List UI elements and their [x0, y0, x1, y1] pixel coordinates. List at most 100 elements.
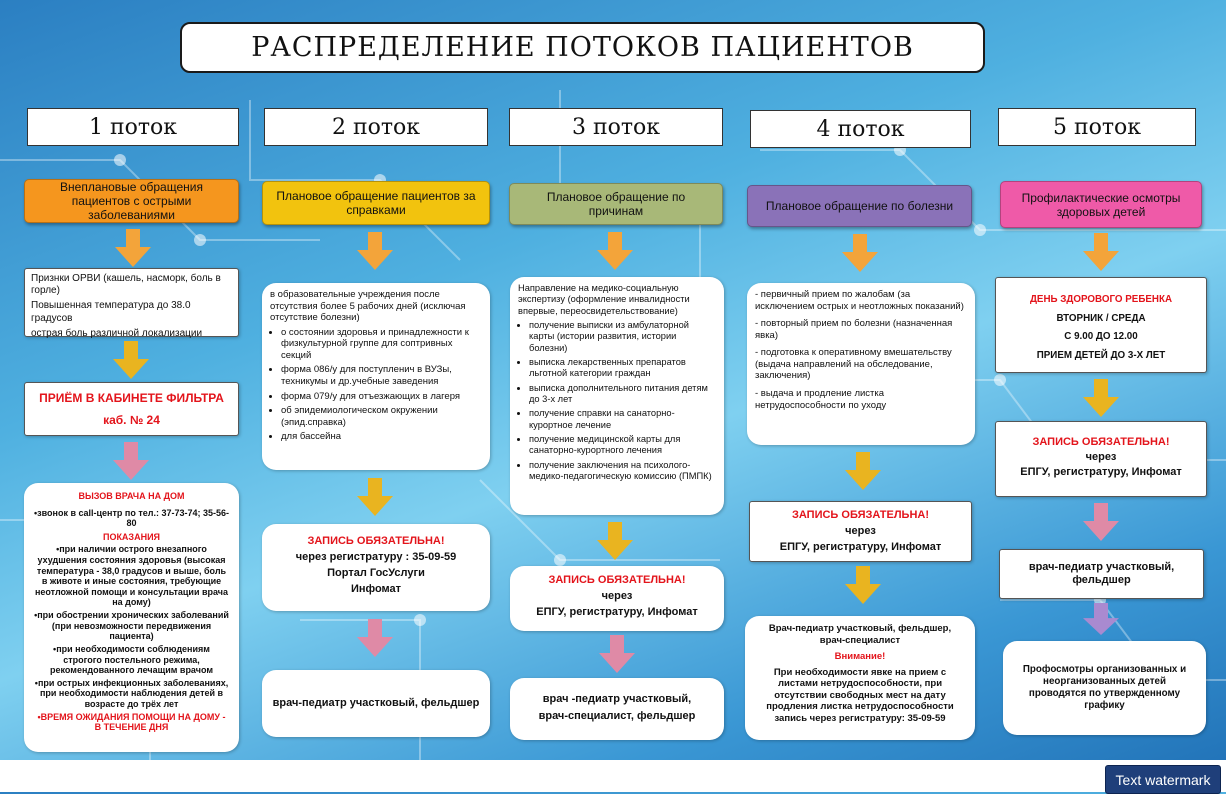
record-line: через регистратуру : 35-09-59 — [295, 550, 457, 563]
reason-item: - первичный прием по жалобам (за исключе… — [755, 289, 964, 312]
flow-1-header: 1 поток — [27, 108, 239, 146]
certificate-item: форма 079/у для отъезжающих в лагеря — [281, 391, 482, 403]
doctor-label: врач-специалист, фельдшер — [538, 710, 696, 723]
arrow-down-icon — [1083, 503, 1119, 541]
record-required: ЗАПИСЬ ОБЯЗАТЕЛЬНА! — [307, 535, 445, 547]
arrow-down-icon — [599, 635, 635, 673]
symptom-item: Признки ОРВИ (кашель, насморк, боль в го… — [31, 273, 221, 297]
flow-5-doctor: врач-педиатр участковый, фельдшер — [999, 549, 1204, 599]
flow-2-certificates: в образовательные учреждения после отсут… — [262, 283, 490, 470]
record-line: ЕПГУ, регистратуру, Инфомат — [1020, 465, 1182, 478]
reason-item: получение справки на санаторно-курортное… — [529, 408, 716, 431]
flow-3-header: 3 поток — [509, 108, 723, 146]
record-line: ЕПГУ, регистратуру, Инфомат — [536, 605, 698, 618]
reason-item: получение заключения на психолого-медико… — [529, 460, 716, 483]
flow-3-category: Плановое обращение по причинам — [509, 183, 723, 225]
health-day-age: ПРИЕМ ДЕТЕЙ ДО 3-Х ЛЕТ — [1036, 349, 1166, 361]
record-line: Инфомат — [350, 582, 402, 595]
bottom-bar — [0, 760, 1226, 792]
symptom-item: острая боль различной локализации — [31, 327, 203, 339]
record-required: ЗАПИСЬ ОБЯЗАТЕЛЬНА! — [548, 574, 686, 586]
certificates-intro: в образовательные учреждения после отсут… — [270, 289, 466, 324]
checkup-note: Профосмотры организованных и неорганизов… — [1022, 664, 1187, 711]
arrow-down-icon — [357, 232, 393, 270]
record-line: Портал ГосУслуги — [327, 566, 425, 579]
record-via: через — [1085, 450, 1117, 463]
attention-label: Внимание! — [834, 651, 886, 663]
record-line: ЕПГУ, регистратуру, Инфомат — [779, 540, 942, 553]
home-visit-title: ВЫЗОВ ВРАЧА НА ДОМ — [78, 491, 185, 501]
reasons-intro: Направление на медико-социальную эксперт… — [518, 283, 690, 316]
arrow-down-icon — [113, 341, 149, 379]
flow-2-record: ЗАПИСЬ ОБЯЗАТЕЛЬНА! через регистратуру :… — [262, 524, 490, 611]
record-required: ЗАПИСЬ ОБЯЗАТЕЛЬНА! — [791, 509, 930, 521]
waiting-time: •ВРЕМЯ ОЖИДАНИЯ ПОМОЩИ НА ДОМУ - В ТЕЧЕН… — [37, 711, 226, 733]
doctor-label: врач -педиатр участковый, — [542, 693, 692, 705]
flow-1-symptoms: Признки ОРВИ (кашель, насморк, боль в го… — [24, 268, 239, 339]
certificate-item: о состоянии здоровья и принадлежности к … — [281, 327, 482, 362]
health-day-title: ДЕНЬ ЗДОРОВОГО РЕБЕНКА — [1029, 294, 1173, 305]
flow-4-reasons: - первичный прием по жалобам (за исключе… — [747, 283, 975, 445]
arrow-down-icon — [1083, 379, 1119, 417]
doctor-label: врач-педиатр участковый, фельдшер — [272, 696, 480, 709]
certificate-item: форма 086/у для поступленич в ВУЗы, техн… — [281, 364, 482, 387]
reason-item: выписка лекарственных препаратов льготно… — [529, 357, 716, 380]
doctor-label: врач-педиатр участковый, фельдшер — [1028, 560, 1175, 586]
filter-title: ПРИЁМ В КАБИНЕТЕ ФИЛЬТРА — [39, 391, 224, 405]
flow-3-reasons: Направление на медико-социальную эксперт… — [510, 277, 724, 515]
flow-4-record: ЗАПИСЬ ОБЯЗАТЕЛЬНА! через ЕПГУ, регистра… — [749, 501, 972, 562]
flow-4-doctor: Врач-педиатр участковый, фельдшер, врач-… — [745, 616, 975, 740]
indication-item: •при наличии острого внезапного ухудшени… — [34, 544, 229, 608]
record-via: через — [601, 589, 633, 602]
flow-2-doctor: врач-педиатр участковый, фельдшер — [262, 670, 490, 737]
arrow-down-icon — [597, 522, 633, 560]
flow-1-category: Внеплановые обращения пациентов с острым… — [24, 179, 239, 223]
attention-note: При необходимости явке на прием с листам… — [766, 666, 954, 725]
flow-5-category: Профилактические осмотры здоровых детей — [1000, 181, 1202, 228]
flow-3-record: ЗАПИСЬ ОБЯЗАТЕЛЬНА! через ЕПГУ, регистра… — [510, 566, 724, 631]
home-visit-phone: •звонок в call-центр по тел.: 37-73-74; … — [34, 507, 229, 529]
reason-item: - выдача и продление листка нетрудоспосо… — [755, 388, 887, 411]
arrow-down-icon — [357, 619, 393, 657]
arrow-down-icon — [115, 229, 151, 267]
arrow-down-icon — [597, 232, 633, 270]
page-title: РАСПРЕДЕЛЕНИЕ ПОТОКОВ ПАЦИЕНТОВ — [180, 22, 985, 73]
flow-4-header: 4 поток — [750, 110, 971, 148]
indication-item: •при обострении хронических заболеваний … — [34, 610, 229, 642]
indication-item: •при острых инфекционных заболеваниях, п… — [34, 677, 229, 709]
filter-room-number: каб. № 24 — [103, 412, 160, 427]
flow-1-home-visit: ВЫЗОВ ВРАЧА НА ДОМ •звонок в call-центр … — [24, 483, 239, 752]
record-via: через — [845, 524, 876, 537]
flow-5-header: 5 поток — [998, 108, 1196, 146]
indications-title: ПОКАЗАНИЯ — [102, 531, 161, 542]
arrow-down-icon — [842, 234, 878, 272]
reason-item: получение медицинской карты для санаторн… — [529, 434, 716, 457]
flow-5-note: Профосмотры организованных и неорганизов… — [1003, 641, 1206, 735]
record-required: ЗАПИСЬ ОБЯЗАТЕЛЬНА! — [1032, 436, 1170, 448]
reason-item: выписка дополнительного питания детям до… — [529, 383, 716, 406]
health-day-days: ВТОРНИК / СРЕДА — [1056, 312, 1146, 324]
flow-2-header: 2 поток — [264, 108, 488, 146]
flow-5-health-day: ДЕНЬ ЗДОРОВОГО РЕБЕНКА ВТОРНИК / СРЕДА С… — [995, 277, 1207, 373]
certificate-item: об эпидемиологическом окружении (эпид.сп… — [281, 405, 482, 428]
arrow-down-icon — [1083, 233, 1119, 271]
arrow-down-icon — [1083, 603, 1119, 635]
arrow-down-icon — [357, 478, 393, 516]
health-day-hours: С 9.00 ДО 12.00 — [1064, 331, 1138, 343]
flow-2-category: Плановое обращение пациентов за справкам… — [262, 181, 490, 225]
text-watermark: Text watermark — [1105, 765, 1221, 794]
doctor-label: Врач-педиатр участковый, фельдшер, врач-… — [768, 623, 952, 646]
flow-3-doctor: врач -педиатр участковый, врач-специалис… — [510, 678, 724, 740]
symptom-item: Повышенная температура до 38.0 градусов — [31, 300, 191, 324]
indication-item: •при необходимости соблюдениям строгого … — [50, 643, 213, 676]
flow-5-record: ЗАПИСЬ ОБЯЗАТЕЛЬНА! через ЕПГУ, регистра… — [995, 421, 1207, 497]
arrow-down-icon — [845, 566, 881, 604]
certificate-item: для бассейна — [281, 431, 482, 443]
arrow-down-icon — [845, 452, 881, 490]
reason-item: получение выписки из амбулаторной карты … — [529, 320, 716, 354]
reason-item: - повторный прием по болезни (назначенна… — [755, 318, 953, 341]
reason-item: - подготовка к оперативному вмешательств… — [755, 347, 952, 382]
arrow-down-icon — [113, 442, 149, 480]
flow-1-filter-room: ПРИЁМ В КАБИНЕТЕ ФИЛЬТРА каб. № 24 — [24, 382, 239, 436]
flow-4-category: Плановое обращение по болезни — [747, 185, 972, 227]
